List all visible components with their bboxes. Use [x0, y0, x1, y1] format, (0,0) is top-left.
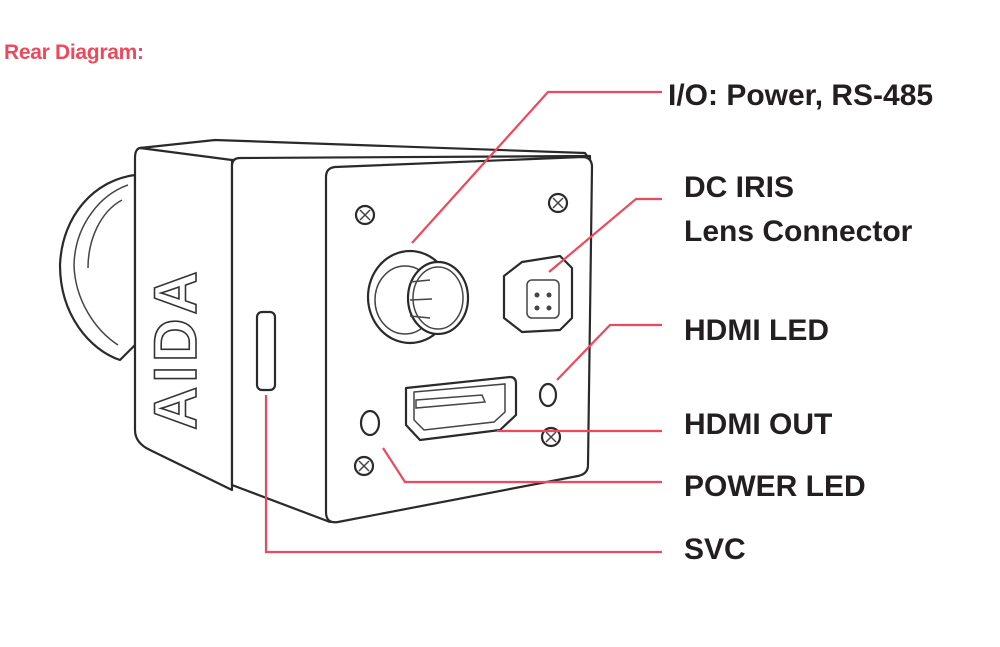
callout-line-io [411, 90, 662, 244]
callout-line-dc-iris [548, 197, 662, 273]
svc-slot [255, 310, 277, 392]
label-power-led: POWER LED [684, 470, 866, 503]
label-dc-iris: DC IRIS [684, 171, 795, 204]
callout-line-svc [264, 395, 662, 554]
hdmi-port [404, 375, 518, 442]
dc-iris-connector [502, 254, 574, 334]
callout-line-power-led [382, 447, 662, 484]
label-hdmi-out: HDMI OUT [684, 408, 833, 441]
io-connector [366, 249, 470, 345]
label-hdmi-led: HDMI LED [684, 314, 829, 347]
screw-icon [547, 192, 569, 214]
screw-icon [353, 455, 375, 477]
power-led [359, 409, 381, 437]
lens-illustration [58, 173, 137, 362]
screw-icon [354, 204, 376, 226]
label-io: I/O: Power, RS-485 [668, 79, 934, 112]
callout-line-hdmi-led [556, 323, 662, 381]
label-svc: SVC [684, 533, 746, 566]
label-lens-connector: Lens Connector [684, 215, 913, 248]
hdmi-led [538, 382, 558, 408]
aida-logo: AIDA [142, 267, 209, 430]
diagram-title: Rear Diagram: [4, 41, 144, 64]
camera-side-panel [133, 140, 234, 492]
screw-icon [540, 426, 562, 448]
